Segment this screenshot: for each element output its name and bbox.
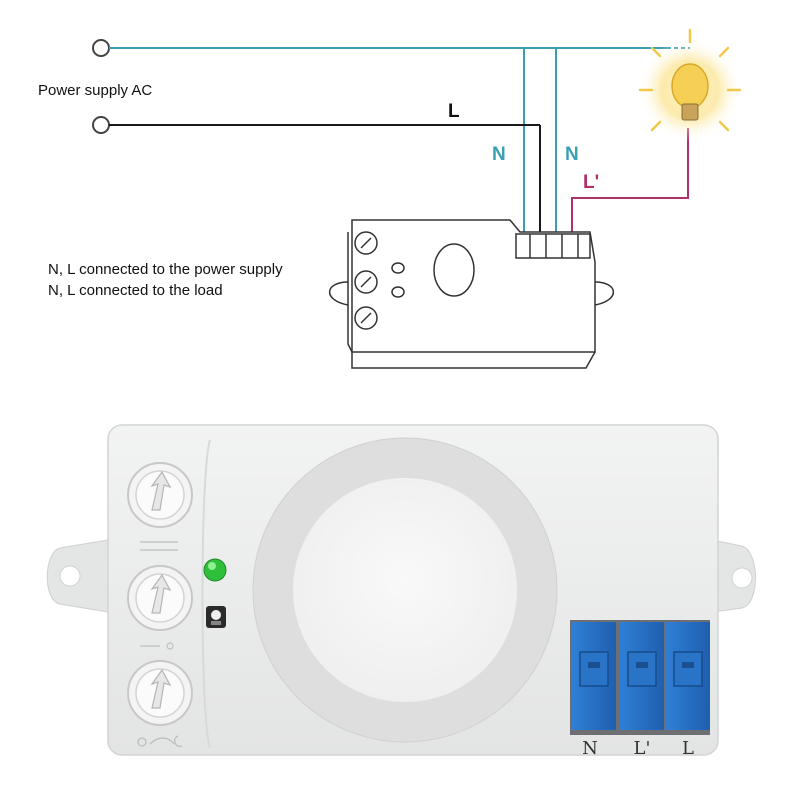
light-sensor-icon [206, 606, 226, 628]
adjust-knob-icon[interactable] [127, 660, 193, 726]
adjust-knob-icon[interactable] [127, 565, 193, 631]
wire-label-l: L [448, 101, 460, 122]
light-bulb-icon [638, 28, 742, 142]
adjust-knob-icon[interactable] [127, 462, 193, 528]
sensor-product-photo: N L' L [46, 424, 756, 759]
terminal-label-l: L [682, 738, 694, 759]
wire-label-n-1: N [492, 144, 506, 165]
wire-label-n-2: N [565, 144, 579, 165]
terminal-label-n: N [582, 738, 598, 759]
note-power-supply: N, L connected to the power supply [48, 261, 283, 278]
wiring-diagram: Power supply AC L N N L' N, L connected … [38, 28, 742, 369]
power-supply-label: Power supply AC [38, 82, 152, 99]
status-led [203, 558, 227, 582]
wire-label-l-prime: L' [583, 172, 599, 193]
note-load: N, L connected to the load [48, 282, 223, 299]
terminal-block [570, 620, 710, 735]
load-wire [571, 128, 689, 232]
sensor-lens [293, 478, 517, 702]
adjustment-knobs [127, 462, 193, 748]
terminal-label-l-prime: L' [634, 738, 651, 759]
ac-terminal-neutral [92, 39, 110, 57]
sensor-module-drawing [328, 219, 615, 369]
ac-terminal-line [92, 116, 110, 134]
sun-moon-icon [137, 735, 183, 748]
